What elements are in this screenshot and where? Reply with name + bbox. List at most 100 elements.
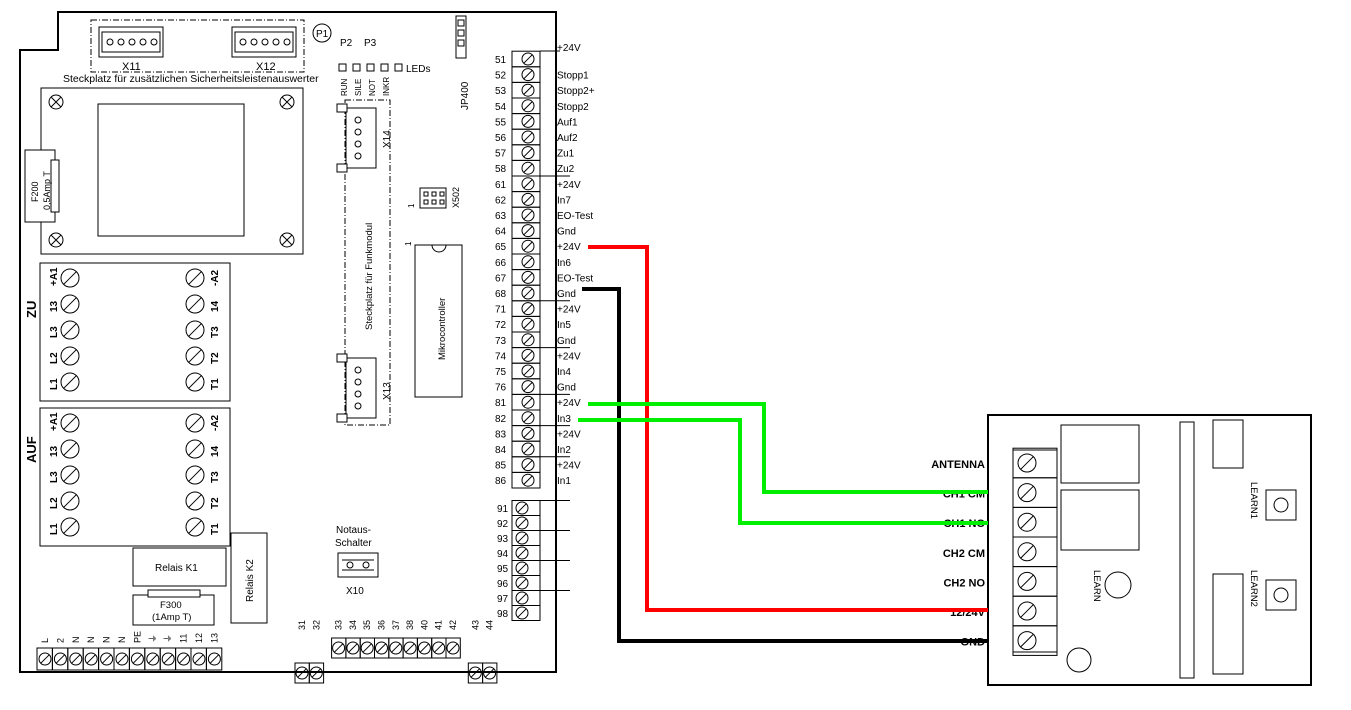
terminal-number: 51 (495, 55, 507, 66)
led-not: NOT (368, 79, 377, 96)
terminal-signal: In1 (557, 476, 571, 487)
label-x13: X13 (382, 382, 393, 400)
terminal-screw (468, 666, 482, 680)
terminal-signal: +24V (557, 43, 581, 54)
relay-k2 (230, 532, 268, 624)
terminal-row-extra: 97 (497, 590, 570, 606)
relay-terminal-screw (60, 413, 80, 433)
label-leds: LEDs (406, 64, 430, 75)
relay-label-left: +A1 (49, 267, 60, 286)
learn-button[interactable] (1104, 571, 1132, 599)
receiver-component-2 (1212, 573, 1244, 675)
bottom-terminal-label: 43 (470, 620, 480, 630)
learn2-button[interactable] (1273, 587, 1289, 603)
terminal-screw (521, 442, 535, 456)
terminal-screw (192, 652, 206, 666)
bottom-terminal-label: 12 (194, 633, 204, 643)
terminal-screw (521, 161, 535, 175)
terminal-row-extra: 96 (497, 575, 541, 591)
label-microcontroller: Mikrocontroller (437, 298, 448, 360)
terminal-screw (1017, 453, 1037, 473)
bottom-terminal-label: N (71, 637, 81, 644)
relay-label-right: 14 (210, 300, 221, 312)
terminal-number: 62 (495, 195, 507, 206)
terminal-signal: In2 (557, 445, 571, 456)
bottom-terminal: ⏚ (144, 634, 161, 671)
terminal-screw (295, 666, 309, 680)
bottom-terminal-label: ⏚ (163, 634, 173, 643)
relay-label-right: T2 (210, 497, 221, 509)
label-relais-k2: Relais K2 (245, 559, 256, 602)
relay-terminal-screw (60, 517, 80, 537)
terminal-screw (115, 652, 129, 666)
terminal-signal: Gnd (557, 289, 576, 300)
terminal-row-extra: 93 (497, 530, 570, 546)
bottom-terminal: N (82, 637, 100, 671)
terminal-number: 68 (495, 289, 507, 300)
terminal-screw (521, 426, 535, 440)
receiver-board (987, 414, 1312, 686)
receiver-terminal: CH2 CM (943, 536, 1058, 568)
terminal-signal: +24V (557, 461, 581, 472)
terminal-number: 73 (495, 336, 507, 347)
terminal-screw (1017, 483, 1037, 503)
terminal-number: 81 (495, 398, 507, 409)
label-x12: X12 (256, 61, 276, 73)
relay-label-left: L1 (49, 378, 60, 390)
terminal-signal: Stopp2 (557, 102, 589, 113)
terminal-screw (403, 641, 417, 655)
terminal-number: 83 (495, 429, 507, 440)
relay-terminal-screw (185, 372, 205, 392)
bottom-terminal-label: 11 (179, 634, 189, 643)
terminal-signal: Auf1 (557, 117, 578, 128)
terminal-row-extra: 94 (497, 545, 541, 561)
fuse-f300 (132, 594, 215, 626)
learn1-button[interactable] (1273, 497, 1289, 513)
terminal-signal: Gnd (557, 383, 576, 394)
jumper-jp400 (455, 15, 467, 59)
relay-label-right: T1 (210, 378, 221, 390)
terminal-signal: In5 (557, 320, 571, 331)
radio-module-slot (344, 99, 391, 426)
terminal-screw (177, 652, 191, 666)
terminal-row-extra: 98 (497, 605, 541, 621)
terminal-screw (432, 641, 446, 655)
relay-terminal-screw (60, 294, 80, 314)
terminal-screw (521, 52, 535, 66)
receiver-relay-2 (1060, 489, 1140, 551)
relay-terminal-screw (60, 465, 80, 485)
bottom-terminal-label: 34 (348, 620, 358, 630)
terminal-signal: In3 (557, 414, 571, 425)
terminal-signal: Stopp2+ (557, 86, 595, 97)
terminal-screw (389, 641, 403, 655)
terminal-row-extra: 91 (497, 500, 570, 516)
safety-edge-slot (90, 19, 305, 73)
terminal-screw (207, 652, 221, 666)
terminal-screw (360, 641, 374, 655)
led-run: RUN (340, 78, 349, 96)
bottom-terminal-label: 31 (297, 620, 307, 630)
relay-label-left: L3 (49, 471, 60, 483)
terminal-screw (515, 561, 529, 575)
label-x10: X10 (346, 586, 364, 597)
wire-power-red (588, 245, 988, 612)
led-squares (338, 63, 403, 72)
wire-signal-cm (588, 402, 988, 494)
transformer-core (97, 103, 245, 237)
receiver-terminal-label: CH2 CM (943, 548, 985, 560)
relay-label-left: L3 (49, 326, 60, 338)
receiver-terminal-block (1012, 449, 1058, 653)
terminal-screw (1017, 601, 1037, 621)
label-p3: P3 (364, 38, 377, 49)
bottom-terminal: PE (128, 631, 146, 671)
terminal-row: 83+24V (495, 425, 581, 442)
terminal-number: 54 (495, 102, 507, 113)
relay-label-left: L2 (49, 352, 60, 364)
